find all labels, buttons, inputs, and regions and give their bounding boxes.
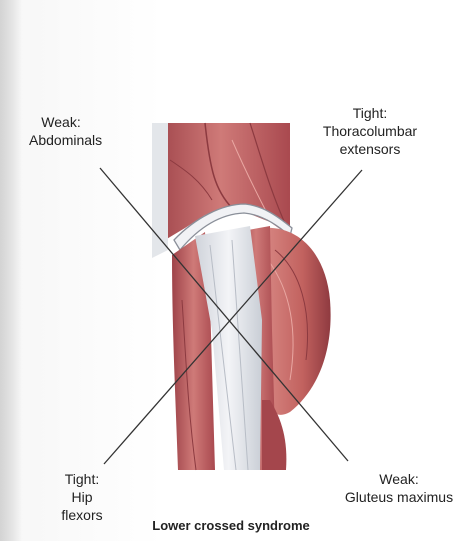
label-weak-abdominals: Weak: Abdominals <box>29 113 93 149</box>
label-line: Abdominals <box>29 131 93 149</box>
label-tight-thoracolumbar: Tight: Thoracolumbar extensors <box>311 104 429 158</box>
label-line: Tight: <box>52 470 112 488</box>
label-line: Tight: <box>311 104 429 122</box>
figure-caption: Lower crossed syndrome <box>0 518 462 533</box>
label-line: Thoracolumbar <box>311 122 429 140</box>
label-line: Weak: <box>334 470 462 488</box>
label-tight-hip-flexors: Tight: Hip flexors <box>52 470 112 524</box>
label-weak-gluteus: Weak: Gluteus maximus <box>334 470 462 506</box>
label-line: Weak: <box>29 113 93 131</box>
label-line: Gluteus maximus <box>334 488 462 506</box>
label-line: extensors <box>311 140 429 158</box>
